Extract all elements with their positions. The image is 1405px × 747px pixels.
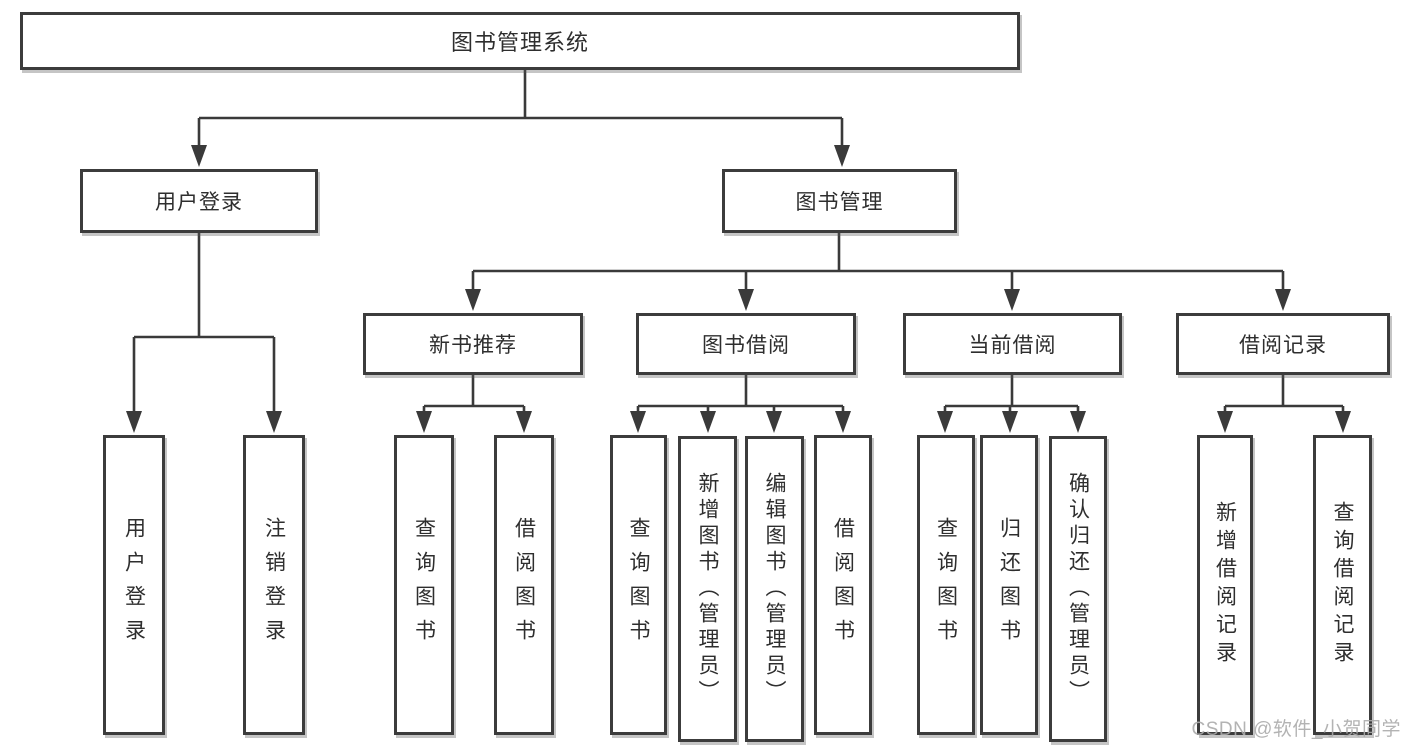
leaf-user-login: 用户登录 — [103, 435, 165, 735]
leaf-br-add-borrow-record: 新增借阅记录 — [1197, 435, 1253, 735]
leaf-nbr-query-books: 查询图书 — [394, 435, 454, 735]
leaf-cb-query-books: 查询图书 — [917, 435, 975, 735]
leaf-bb-borrow-books: 借阅图书 — [814, 435, 872, 735]
leaf-bb-add-books-admin: 新增图书（管理员） — [678, 436, 737, 742]
leaf-nbr-borrow-books: 借阅图书 — [494, 435, 554, 735]
leaf-bb-query-books: 查询图书 — [610, 435, 667, 735]
node-new-book-recommendation: 新书推荐 — [363, 313, 583, 375]
node-library-management-system: 图书管理系统 — [20, 12, 1020, 70]
node-borrowing-records: 借阅记录 — [1176, 313, 1390, 375]
leaf-bb-edit-books-admin: 编辑图书（管理员） — [745, 436, 804, 742]
node-user-login: 用户登录 — [80, 169, 318, 233]
csdn-watermark: CSDN @软件_小贺同学 — [1191, 719, 1401, 740]
leaf-cb-return-books: 归还图书 — [980, 435, 1038, 735]
node-current-borrowing: 当前借阅 — [903, 313, 1122, 375]
leaf-br-query-borrow-record: 查询借阅记录 — [1313, 435, 1372, 735]
node-book-management: 图书管理 — [722, 169, 957, 233]
arrowheads — [126, 145, 1351, 433]
leaf-logout: 注销登录 — [243, 435, 305, 735]
node-book-borrowing: 图书借阅 — [636, 313, 856, 375]
leaf-cb-confirm-return-admin: 确认归还（管理员） — [1049, 436, 1107, 742]
